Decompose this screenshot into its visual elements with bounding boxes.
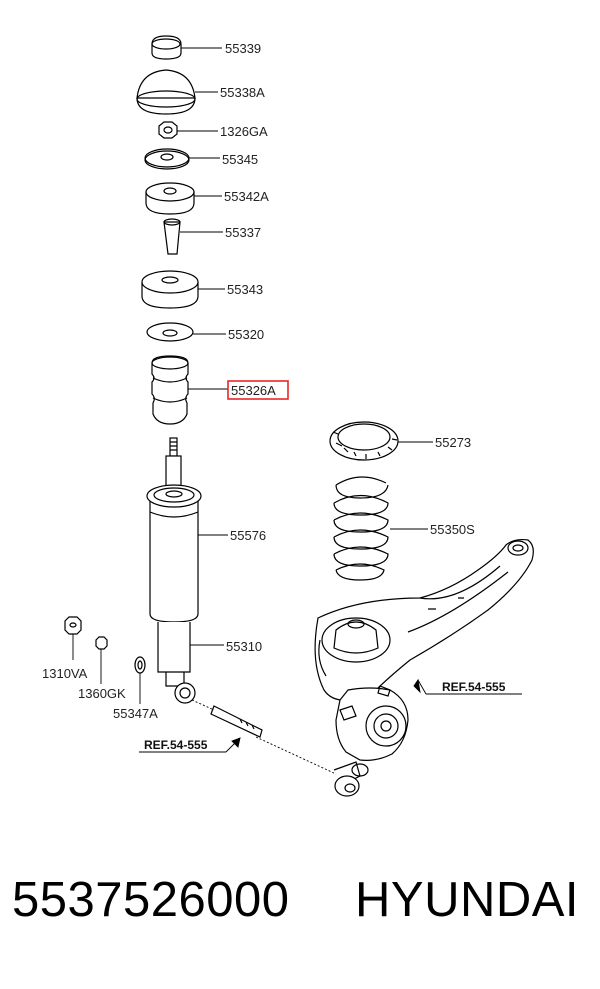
part-number: 5537526000 (12, 873, 290, 927)
part-55350s-coil-spring (333, 476, 389, 581)
label-55273[interactable]: 55273 (435, 435, 471, 450)
ref-left[interactable]: REF.54-555 (144, 738, 208, 752)
label-55350s[interactable]: 55350S (430, 522, 475, 537)
label-55343[interactable]: 55343 (227, 282, 263, 297)
part-1310va-nut (64, 616, 82, 635)
label-55576[interactable]: 55576 (230, 528, 266, 543)
part-55342a-bushing (145, 182, 195, 215)
part-55576-dust-cover (146, 484, 202, 623)
label-55347a[interactable]: 55347A (113, 706, 158, 721)
part-55347a-washer (134, 656, 146, 674)
label-55320[interactable]: 55320 (228, 327, 264, 342)
part-55338a-dome (136, 69, 196, 115)
part-spring-seat-lower (318, 617, 391, 677)
part-55310-shock-body (157, 622, 196, 704)
label-55310[interactable]: 55310 (226, 639, 262, 654)
part-55343-bushing (141, 270, 199, 309)
part-55320-washer (146, 322, 194, 342)
part-bolt (210, 705, 263, 738)
part-shock-rod (165, 437, 182, 487)
label-55326a[interactable]: 55326A (231, 383, 276, 398)
label-55342a[interactable]: 55342A (224, 189, 269, 204)
part-1326ga-nut (158, 121, 178, 139)
part-1360gk-nut (95, 636, 108, 650)
part-55345-washer (144, 148, 190, 170)
label-1326ga[interactable]: 1326GA (220, 124, 268, 139)
label-55339[interactable]: 55339 (225, 41, 261, 56)
label-55338a[interactable]: 55338A (220, 85, 265, 100)
brand-name: HYUNDAI (355, 873, 580, 927)
ref-right[interactable]: REF.54-555 (442, 680, 506, 694)
part-knuckle (333, 685, 409, 797)
label-55345[interactable]: 55345 (222, 152, 258, 167)
leader-lines (72, 47, 522, 775)
label-55337[interactable]: 55337 (225, 225, 261, 240)
part-55273-spring-seat (329, 421, 399, 461)
highlight-box (227, 380, 289, 400)
part-55339-cap (151, 35, 182, 60)
part-55337-sleeve (163, 218, 181, 255)
label-1310va[interactable]: 1310VA (42, 666, 88, 681)
part-55326a-bump-stop (151, 355, 189, 425)
part-labels: 55339 55338A 1326GA 55345 55342A 55337 5… (42, 41, 506, 752)
label-1360gk[interactable]: 1360GK (78, 686, 126, 701)
